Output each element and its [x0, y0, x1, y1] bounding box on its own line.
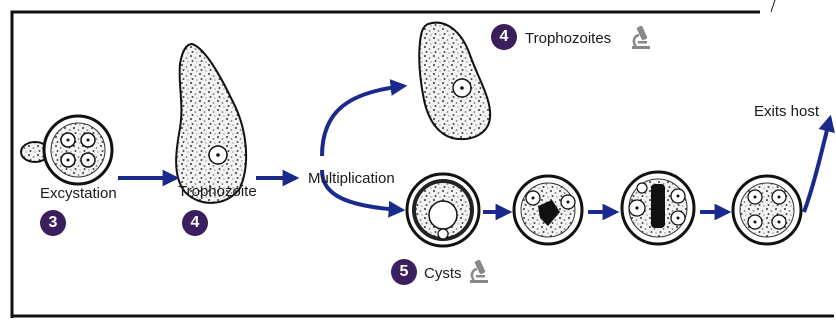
microscope-icon: [468, 258, 490, 284]
diagram-frame: [12, 12, 760, 318]
step-badge-cysts: 5: [391, 259, 417, 285]
step-badge-trophozoite: 4: [182, 210, 208, 236]
cyst-stage-1-illustration: [407, 174, 479, 246]
exits-host-label: Exits host: [754, 103, 819, 120]
arrow-exits-host: [804, 118, 830, 212]
excysting-cyst-illustration: [21, 116, 112, 184]
arrow-multiplication-to-trophozoites: [322, 86, 404, 156]
trophozoites-illustration: [419, 23, 490, 139]
multiplication-label: Multiplication: [308, 170, 395, 187]
cysts-label: Cysts: [424, 265, 462, 282]
frame-corner-tick: [771, 0, 775, 12]
trophozoite-label: Trophozoite: [178, 183, 257, 200]
trophozoites-label: Trophozoites: [525, 30, 611, 47]
excystation-label: Excystation: [40, 185, 117, 202]
cyst-stage-4-illustration: [733, 176, 801, 244]
trophozoite-illustration: [176, 44, 246, 203]
cyst-stage-2-illustration: [514, 176, 582, 244]
microscope-icon: [630, 24, 652, 50]
step-badge-excystation: 3: [40, 210, 66, 236]
step-badge-trophozoites: 4: [491, 24, 517, 50]
cyst-stage-3-illustration: [622, 172, 694, 244]
